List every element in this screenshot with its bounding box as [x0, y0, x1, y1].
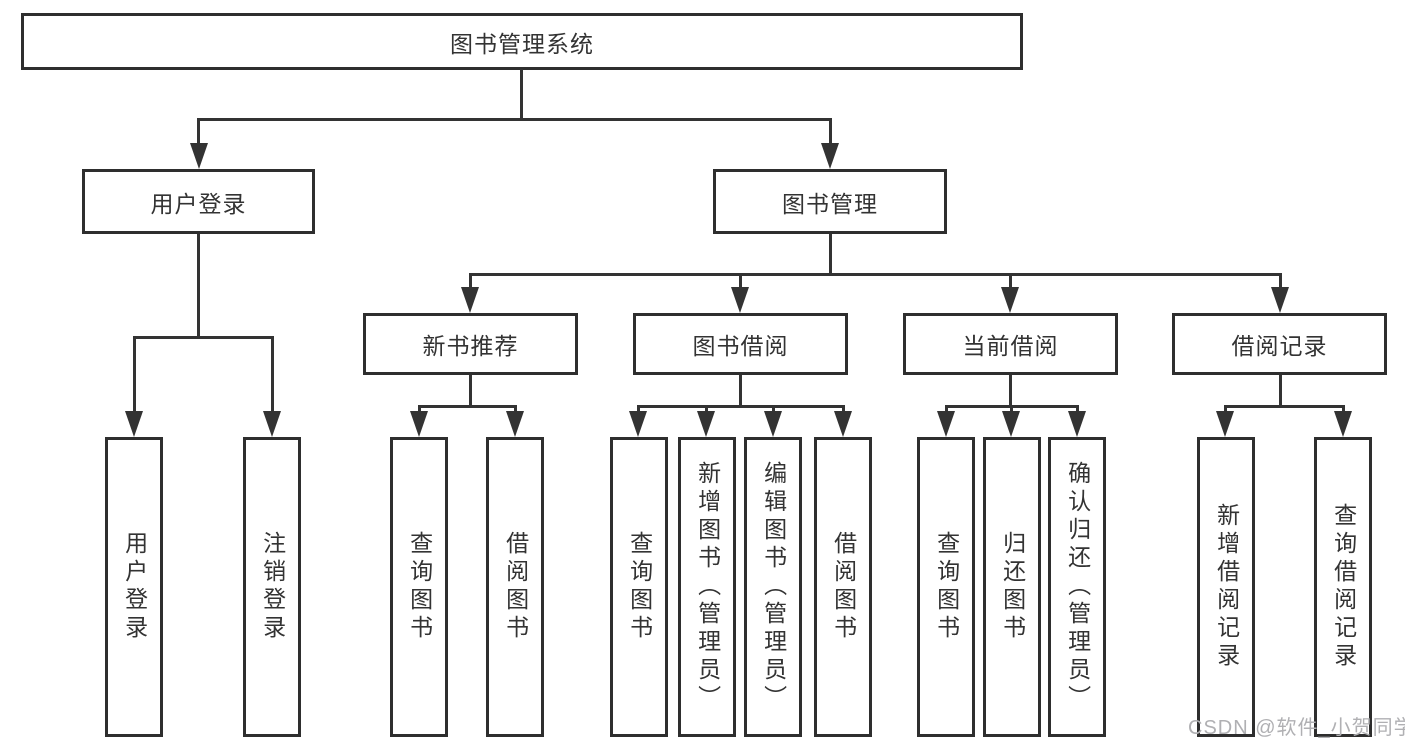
leaf-query-book-recommend-label: 查询图书 — [406, 531, 433, 643]
leaf-add-book-admin-label: 新增图书（管理员） — [694, 461, 721, 713]
arrow-down-icon — [506, 411, 524, 437]
arrow-down-icon — [1002, 411, 1020, 437]
leaf-query-borrow-record: 查询借阅记录 — [1314, 437, 1372, 737]
node-book-borrow: 图书借阅 — [633, 313, 848, 375]
leaf-borrow-book: 借阅图书 — [814, 437, 872, 737]
arrow-down-icon — [697, 411, 715, 437]
connector-line — [1224, 405, 1227, 415]
connector-line — [469, 375, 472, 405]
arrow-down-icon — [937, 411, 955, 437]
arrow-down-icon — [125, 411, 143, 437]
connector-line — [133, 336, 274, 339]
connector-line — [1009, 273, 1012, 289]
leaf-query-borrow-record-label: 查询借阅记录 — [1330, 503, 1357, 671]
node-borrow-records-label: 借阅记录 — [1231, 333, 1328, 359]
leaf-user-login-label: 用户登录 — [121, 531, 148, 643]
connector-line — [1224, 405, 1345, 408]
leaf-add-borrow-record: 新增借阅记录 — [1197, 437, 1255, 737]
arrow-down-icon — [629, 411, 647, 437]
leaf-query-book-borrow-label: 查询图书 — [626, 531, 653, 643]
connector-line — [637, 405, 845, 408]
connector-line — [1010, 405, 1013, 415]
connector-line — [1342, 405, 1345, 415]
connector-line — [829, 118, 832, 145]
leaf-add-book-admin: 新增图书（管理员） — [678, 437, 736, 737]
leaf-query-book-current-label: 查询图书 — [933, 531, 960, 643]
arrow-down-icon — [1216, 411, 1234, 437]
arrow-down-icon — [764, 411, 782, 437]
connector-line — [520, 69, 523, 118]
arrow-down-icon — [821, 143, 839, 169]
connector-line — [772, 405, 775, 415]
connector-line — [514, 405, 517, 415]
connector-line — [418, 405, 517, 408]
arrow-down-icon — [1068, 411, 1086, 437]
leaf-borrow-book-recommend-label: 借阅图书 — [502, 531, 529, 643]
node-user-login: 用户登录 — [82, 169, 315, 234]
connector-line — [637, 405, 640, 415]
leaf-edit-book-admin: 编辑图书（管理员） — [744, 437, 802, 737]
connector-line — [705, 405, 708, 415]
leaf-confirm-return-admin-label: 确认归还（管理员） — [1064, 461, 1091, 713]
node-book-borrow-label: 图书借阅 — [692, 333, 789, 359]
leaf-logout-label: 注销登录 — [259, 531, 286, 643]
leaf-confirm-return-admin: 确认归还（管理员） — [1048, 437, 1106, 737]
node-current-borrow-label: 当前借阅 — [962, 333, 1059, 359]
arrow-down-icon — [190, 143, 208, 169]
leaf-edit-book-admin-label: 编辑图书（管理员） — [760, 461, 787, 713]
leaf-logout: 注销登录 — [243, 437, 301, 737]
connector-line — [739, 375, 742, 405]
node-root: 图书管理系统 — [21, 13, 1023, 70]
connector-line — [945, 405, 948, 415]
node-book-management: 图书管理 — [713, 169, 947, 234]
connector-line — [198, 118, 832, 121]
leaf-user-login: 用户登录 — [105, 437, 163, 737]
leaf-query-book-current: 查询图书 — [917, 437, 975, 737]
arrow-down-icon — [1271, 287, 1289, 313]
connector-line — [469, 273, 1282, 276]
leaf-borrow-book-label: 借阅图书 — [830, 531, 857, 643]
connector-line — [133, 336, 136, 413]
connector-line — [739, 273, 742, 289]
connector-line — [469, 273, 472, 289]
connector-line — [1009, 375, 1012, 405]
node-root-label: 图书管理系统 — [450, 30, 594, 57]
node-book-management-label: 图书管理 — [782, 190, 878, 217]
node-current-borrow: 当前借阅 — [903, 313, 1118, 375]
leaf-query-book-borrow: 查询图书 — [610, 437, 668, 737]
connector-line — [271, 336, 274, 413]
connector-line — [197, 118, 200, 145]
node-user-login-label: 用户登录 — [150, 190, 247, 217]
node-new-book-recommend: 新书推荐 — [363, 313, 578, 375]
connector-line — [1279, 375, 1282, 405]
connector-line — [197, 234, 200, 336]
leaf-add-borrow-record-label: 新增借阅记录 — [1213, 503, 1240, 671]
arrow-down-icon — [834, 411, 852, 437]
arrow-down-icon — [731, 287, 749, 313]
leaf-return-book: 归还图书 — [983, 437, 1041, 737]
leaf-query-book-recommend: 查询图书 — [390, 437, 448, 737]
node-borrow-records: 借阅记录 — [1172, 313, 1387, 375]
arrow-down-icon — [461, 287, 479, 313]
connector-line — [829, 234, 832, 273]
arrow-down-icon — [1001, 287, 1019, 313]
connector-line — [1076, 405, 1079, 415]
node-new-book-recommend-label: 新书推荐 — [422, 333, 519, 359]
arrow-down-icon — [1334, 411, 1352, 437]
leaf-borrow-book-recommend: 借阅图书 — [486, 437, 544, 737]
arrow-down-icon — [410, 411, 428, 437]
leaf-return-book-label: 归还图书 — [999, 531, 1026, 643]
connector-line — [418, 405, 421, 415]
connector-line — [842, 405, 845, 415]
csdn-watermark: CSDN @软件_小贺同学 — [1188, 717, 1405, 739]
arrow-down-icon — [263, 411, 281, 437]
connector-line — [1279, 273, 1282, 289]
